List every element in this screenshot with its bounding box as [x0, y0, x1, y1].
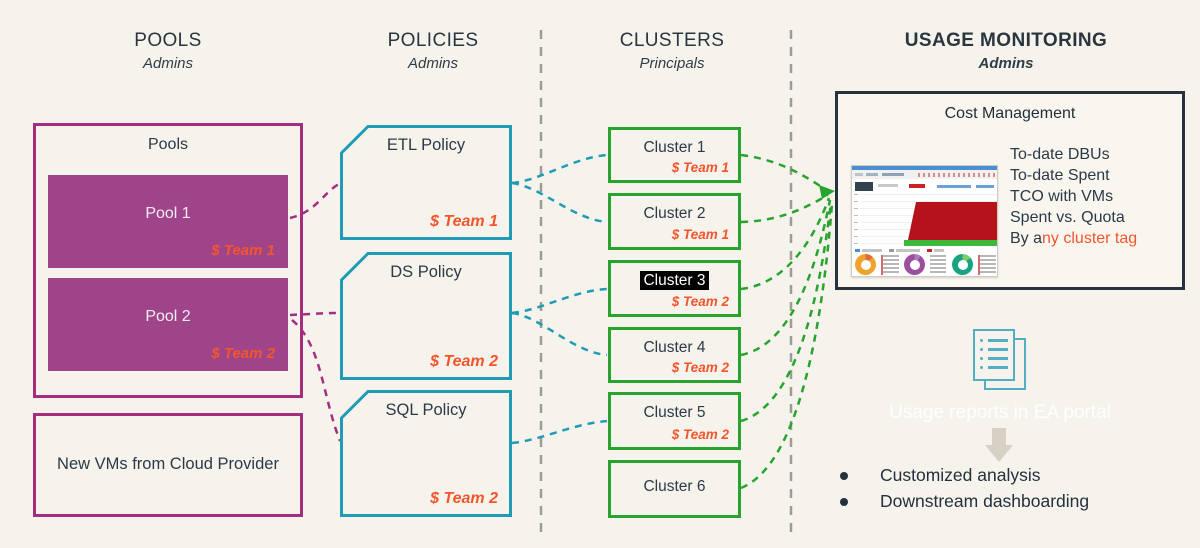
header-usage-monitoring: USAGE MONITORING Admins: [856, 30, 1156, 72]
policy-ds-label: DS Policy: [390, 263, 462, 281]
thumbnail-area-chart: [852, 194, 997, 246]
cluster-3-node: Cluster 3 $ Team 2: [608, 260, 741, 317]
metric-line: TCO with VMs: [1010, 188, 1114, 205]
pool-2-node: Pool 2 $ Team 2: [48, 278, 288, 371]
thumbnail-titlebar: [852, 166, 997, 170]
cluster-3-team: $ Team 2: [671, 294, 729, 309]
pool-1-team: $ Team 1: [211, 242, 275, 259]
cluster-2-label: Cluster 2: [643, 205, 706, 222]
bullet-dot: [840, 498, 848, 506]
policy-shape: [340, 125, 512, 240]
pool-policy-links: [289, 182, 342, 442]
bullet-customized-analysis: Customized analysis: [840, 465, 1089, 486]
policy-cluster-links: [511, 153, 608, 445]
policy-ds-team: $ Team 2: [430, 353, 498, 370]
usage-reports-icon: [973, 329, 1029, 391]
cluster-4-team: $ Team 2: [671, 360, 729, 375]
cluster-6-node: Cluster 6: [608, 460, 741, 518]
pool-1-label: Pool 1: [145, 205, 191, 222]
usage-subtitle: Admins: [978, 55, 1034, 72]
pools-group-label: Pools: [147, 136, 189, 153]
usage-title: USAGE MONITORING: [904, 30, 1108, 51]
cluster-1-team: $ Team 1: [671, 160, 729, 175]
metric-line: To-date Spent: [1010, 167, 1110, 184]
header-policies: POLICIES Admins: [333, 30, 533, 72]
cluster-usage-links: [740, 153, 834, 490]
arrowhead-into-cost-box: [819, 185, 835, 199]
cluster-3-label: Cluster 3: [611, 271, 738, 290]
new-vms-node: New VMs from Cloud Provider: [33, 413, 303, 517]
cost-management-box: Cost Management: [835, 91, 1185, 290]
cluster-3-highlight: Cluster 3: [640, 271, 709, 290]
cluster-5-node: Cluster 5 $ Team 2: [608, 392, 741, 450]
donut-purple: [904, 254, 948, 276]
pools-group-box: Pools Pool 1 $ Team 1 Pool 2 $ Team 2: [33, 123, 303, 398]
thumbnail-legend-row: [855, 247, 997, 254]
clusters-title: CLUSTERS: [619, 30, 725, 51]
usage-reports-caption: Usage reports in EA portal: [889, 402, 1111, 423]
cluster-2-node: Cluster 2 $ Team 1: [608, 193, 741, 250]
pools-title: POOLS: [134, 30, 202, 51]
policies-title: POLICIES: [387, 30, 479, 51]
down-arrow-icon: [985, 428, 1013, 464]
metric-line: Spent vs. Quota: [1010, 209, 1125, 226]
policy-shape: [340, 390, 512, 517]
cluster-6-label: Cluster 6: [643, 478, 706, 495]
cluster-5-label: Cluster 5: [643, 404, 706, 421]
cluster-5-team: $ Team 2: [671, 427, 729, 442]
policy-ds-node: DS Policy $ Team 2: [340, 252, 512, 380]
new-vms-label: New VMs from Cloud Provider: [57, 455, 279, 473]
pool-2-team: $ Team 2: [211, 345, 275, 362]
thumbnail-header-row: [852, 179, 997, 194]
policy-shape: [340, 252, 512, 380]
bullet-dot: [840, 472, 848, 480]
cost-metrics-list: To-date DBUs To-date Spent TCO with VMs …: [1010, 144, 1137, 249]
cluster-2-team: $ Team 1: [671, 227, 729, 242]
cluster-1-node: Cluster 1 $ Team 1: [608, 127, 741, 183]
header-clusters: CLUSTERS Principals: [572, 30, 772, 72]
policy-etl-team: $ Team 1: [430, 213, 498, 230]
policies-subtitle: Admins: [407, 55, 459, 72]
cost-dashboard-thumbnail: [851, 165, 998, 277]
policy-sql-label: SQL Policy: [385, 401, 467, 419]
header-pools: POOLS Admins: [68, 30, 268, 72]
policy-etl-node: ETL Policy $ Team 1: [340, 125, 512, 240]
policy-sql-team: $ Team 2: [430, 490, 498, 507]
pool-2-label: Pool 2: [145, 308, 191, 325]
donut-orange: [855, 254, 899, 276]
donut-teal: [952, 254, 996, 276]
outcome-bullet-list: Customized analysis Downstream dashboard…: [840, 465, 1089, 517]
cost-management-title: Cost Management: [944, 105, 1076, 122]
cluster-4-label: Cluster 4: [643, 339, 706, 356]
policy-etl-label: ETL Policy: [386, 136, 466, 154]
thumbnail-donut-charts: [852, 254, 997, 276]
clusters-subtitle: Principals: [639, 55, 705, 72]
metric-line-cluster-tag: By any cluster tag: [1010, 230, 1138, 247]
cluster-4-node: Cluster 4 $ Team 2: [608, 327, 741, 383]
bullet-downstream-dashboarding: Downstream dashboarding: [840, 491, 1089, 512]
cluster-tag-highlight: ny cluster tag: [1042, 230, 1138, 247]
pools-subtitle: Admins: [142, 55, 194, 72]
pool-1-node: Pool 1 $ Team 1: [48, 175, 288, 268]
cluster-1-label: Cluster 1: [643, 139, 706, 156]
metric-line: To-date DBUs: [1010, 146, 1110, 163]
policy-sql-node: SQL Policy $ Team 2: [340, 390, 512, 517]
